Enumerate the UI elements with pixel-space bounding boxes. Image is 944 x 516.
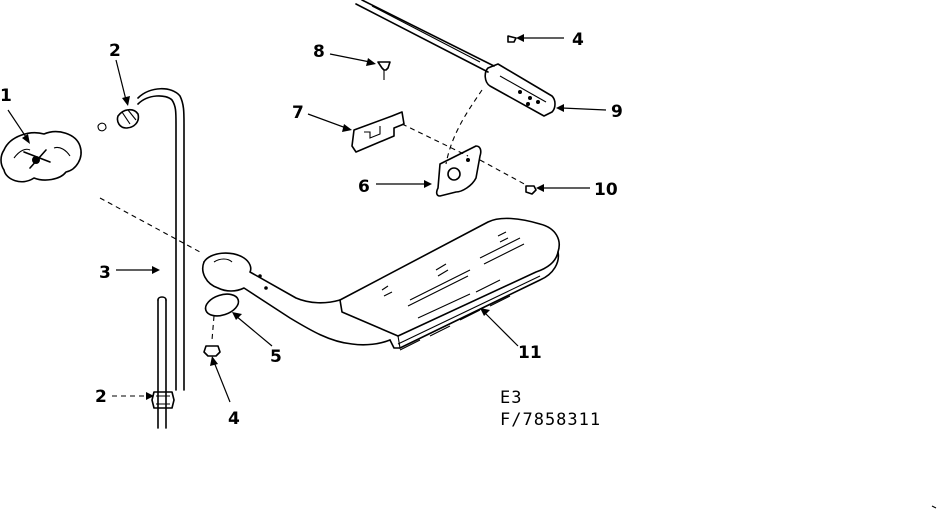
callout-6: 6: [358, 177, 370, 197]
leader-6: [376, 180, 432, 188]
callout-7: 7: [292, 103, 304, 123]
callout-11: 11: [518, 343, 542, 363]
part-3-rod: [137, 87, 185, 429]
callout-4-bottom: 4: [228, 409, 240, 429]
callout-4-top: 4: [572, 30, 584, 50]
leader-10: [536, 184, 590, 192]
leader-2-top: [115, 59, 130, 106]
part-10-screw: [525, 185, 537, 195]
cable: [355, 0, 495, 73]
part-11-arm-shelf: [202, 217, 560, 351]
leader-8: [329, 53, 376, 66]
part-4-screw-top: [507, 35, 517, 43]
callout-5: 5: [270, 347, 282, 367]
assembly-line-connector: [445, 89, 483, 165]
leader-4-bottom: [210, 356, 231, 403]
drawing-code-line-1: E3: [500, 388, 522, 408]
leader-11: [480, 308, 519, 347]
callout-3: 3: [99, 263, 111, 283]
corner-mark: [931, 505, 937, 509]
callout-8: 8: [313, 42, 325, 62]
leader-3: [116, 266, 160, 274]
assembly-line-screw: [479, 159, 529, 187]
leader-2-bottom: [112, 392, 154, 400]
leader-5: [232, 312, 273, 347]
part-5-washer: [204, 293, 240, 317]
assembly-line-bracket: [401, 123, 469, 157]
part-4-screw-bottom: [203, 315, 221, 357]
part-2-clip-top: [97, 108, 140, 132]
part-2-clip-bottom: [151, 391, 175, 409]
callout-2-bottom: 2: [95, 387, 107, 407]
callout-10: 10: [594, 180, 618, 200]
leader-4-top: [516, 34, 564, 42]
assembly-line-knob: [99, 197, 201, 253]
part-1-knob: [0, 130, 82, 183]
callout-9: 9: [611, 102, 623, 122]
drawing-code-line-2: F/7858311: [500, 410, 601, 430]
leader-9: [556, 104, 607, 112]
part-9-connector: [484, 63, 556, 117]
leader-1: [7, 109, 30, 144]
part-8-screw: [377, 61, 391, 80]
part-6-mounting-bracket: [435, 145, 482, 197]
callout-2-top: 2: [109, 41, 121, 61]
callout-1: 1: [0, 86, 12, 106]
part-7-bracket: [351, 111, 405, 153]
leader-7: [307, 113, 352, 132]
